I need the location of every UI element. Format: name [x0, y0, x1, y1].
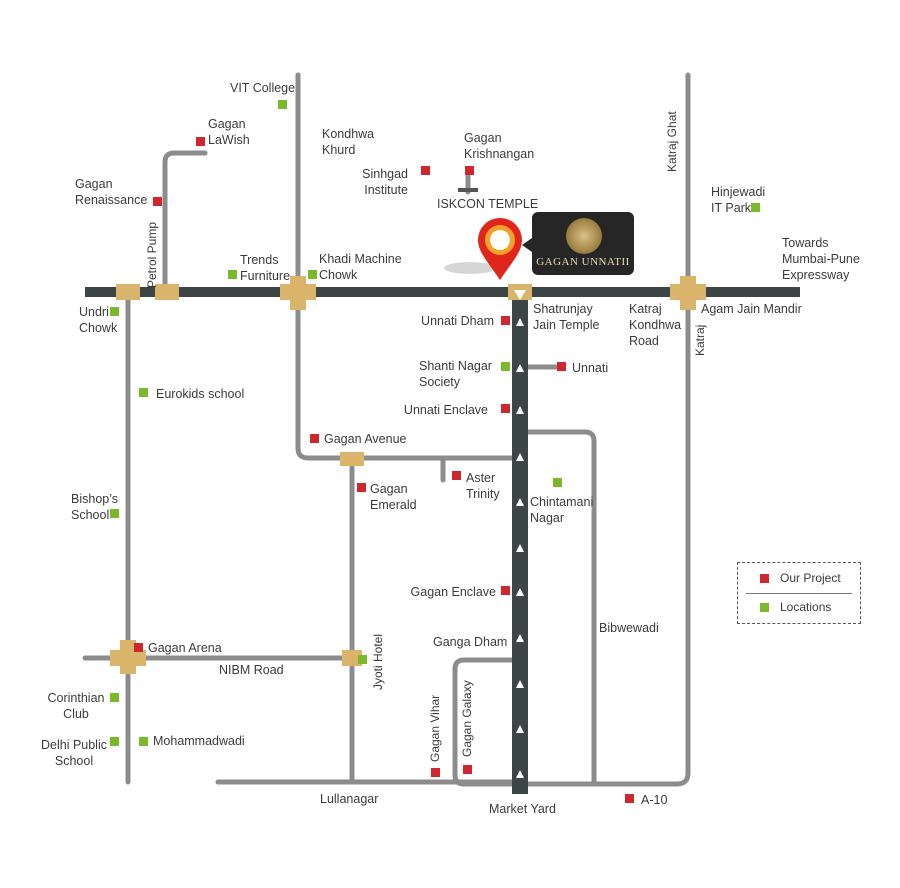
legend-divider — [746, 593, 852, 594]
label-kondhwa-khurd: Kondhwa Khurd — [322, 127, 375, 157]
label-corinthian-club: Corinthian Club — [47, 691, 105, 721]
label-bishops-school: Bishop’s School — [71, 492, 119, 522]
eurokids-marker — [139, 388, 148, 397]
label-shatrunjay: Shatrunjay Jain Temple — [533, 302, 600, 332]
label-a10: A-10 — [641, 793, 668, 807]
label-agam-jain-mandir: Agam Jain Mandir — [701, 302, 802, 316]
gagan-galaxy-marker — [463, 765, 472, 774]
label-market-yard: Market Yard — [489, 802, 556, 816]
brand-card-pointer — [522, 238, 532, 252]
trends-furniture-marker — [228, 270, 237, 279]
label-chintamani-nagar: Chintamani Nagar — [530, 495, 594, 525]
label-gagan-renaissance: Gagan Renaissance — [75, 177, 148, 207]
label-gagan-galaxy: Gagan Galaxy — [460, 680, 474, 757]
label-unnati: Unnati — [572, 361, 609, 375]
label-sinhgad-institute: Sinhgad Institute — [362, 167, 408, 197]
unnati-enclave-marker — [501, 404, 510, 413]
label-katraj: Katraj — [693, 324, 707, 356]
label-mohammadwadi: Mohammadwadi — [153, 734, 245, 748]
label-gagan-krishnangan: Gagan Krishnangan — [464, 131, 535, 161]
mohammadwadi-marker — [139, 737, 148, 746]
label-lullanagar: Lullanagar — [320, 792, 379, 806]
gagan-unnatii-emblem — [566, 218, 602, 254]
legend-locations-label: Locations — [780, 600, 832, 614]
label-gagan-emerald: Gagan Emerald — [370, 482, 417, 512]
label-gagan-lawish: Gagan LaWish — [208, 117, 250, 147]
road-bibwewadi — [517, 429, 597, 785]
gagan-arena-marker — [134, 643, 143, 652]
label-eurokids: Eurokids school — [156, 387, 245, 401]
vit-college-marker — [278, 100, 287, 109]
label-ganga-dham: Ganga Dham — [433, 635, 508, 649]
unnati-marker — [557, 362, 566, 371]
corinthian-club-marker — [110, 693, 119, 702]
road-katraj — [517, 72, 691, 787]
road-petrol-pump — [162, 150, 208, 295]
road-ganga-galaxy — [452, 657, 523, 787]
label-gagan-avenue: Gagan Avenue — [324, 432, 407, 446]
label-bibwewadi: Bibwewadi — [599, 621, 659, 635]
legend-our-project-label: Our Project — [780, 571, 841, 585]
gagan-avenue-marker — [310, 434, 319, 443]
location-pin — [444, 218, 522, 280]
bishops-school-marker — [110, 509, 119, 518]
map-legend: Our Project Locations — [737, 562, 861, 624]
gagan-krishnangan-marker — [465, 166, 474, 175]
label-gagan-arena: Gagan Arena — [148, 641, 222, 655]
label-jyoti-hotel: Jyoti Hotel — [371, 633, 385, 690]
label-aster-trinity: Aster Trinity — [466, 471, 500, 501]
label-unnati-dham: Unnati Dham — [421, 314, 494, 328]
gagan-renaissance-marker — [153, 197, 162, 206]
khadi-machine-chowk-marker — [308, 270, 317, 279]
direction-arrows — [516, 318, 524, 778]
gagan-emerald-marker — [357, 483, 366, 492]
road-gagan-avenue — [295, 289, 523, 461]
label-trends-furniture: Trends Furniture — [240, 253, 291, 283]
label-vit-college: VIT College — [230, 81, 296, 95]
hinjewadi-marker — [751, 203, 760, 212]
brand-name: GAGAN UNNATII — [536, 256, 630, 268]
unnati-dham-marker — [501, 316, 510, 325]
jyoti-hotel-marker — [358, 655, 367, 664]
label-iskcon-temple: ISKCON TEMPLE — [437, 197, 539, 211]
brand-card: GAGAN UNNATII — [522, 212, 634, 275]
undri-chowk-marker — [110, 307, 119, 316]
a10-marker — [625, 794, 634, 803]
legend-project-swatch — [760, 574, 769, 583]
main-road-vertical — [512, 292, 528, 794]
label-delhi-public-school: Delhi Public School — [40, 738, 107, 768]
label-petrol-pump: Petrol Pump — [145, 221, 159, 288]
label-hinjewadi: Hinjewadi IT Park — [711, 185, 766, 215]
label-katraj-ghat: Katraj Ghat — [665, 111, 679, 172]
gagan-enclave-marker — [501, 586, 510, 595]
chintamani-nagar-marker — [553, 478, 562, 487]
main-road-horizontal — [85, 287, 800, 297]
label-gagan-vihar: Gagan Vihar — [428, 694, 442, 762]
delhi-public-school-marker — [110, 737, 119, 746]
label-khadi-machine-chowk: Khadi Machine Chowk — [319, 252, 402, 282]
gagan-lawish-marker — [196, 137, 205, 146]
label-gagan-enclave: Gagan Enclave — [410, 585, 496, 599]
label-unnati-enclave: Unnati Enclave — [403, 403, 488, 417]
label-katraj-kondhwa-road: Katraj Kondhwa Road — [629, 302, 682, 348]
label-undri-chowk: Undri Chowk — [79, 305, 118, 335]
legend-location-swatch — [760, 603, 769, 612]
gagan-vihar-marker — [431, 768, 440, 777]
label-nibm-road: NIBM Road — [219, 663, 284, 677]
junctions — [110, 276, 706, 674]
aster-trinity-marker — [452, 471, 461, 480]
label-shanti-nagar: Shanti Nagar Society — [419, 359, 492, 389]
sinhgad-institute-marker — [421, 166, 430, 175]
label-towards-expressway: Towards Mumbai-Pune Expressway — [782, 236, 860, 282]
shanti-nagar-marker — [501, 362, 510, 371]
